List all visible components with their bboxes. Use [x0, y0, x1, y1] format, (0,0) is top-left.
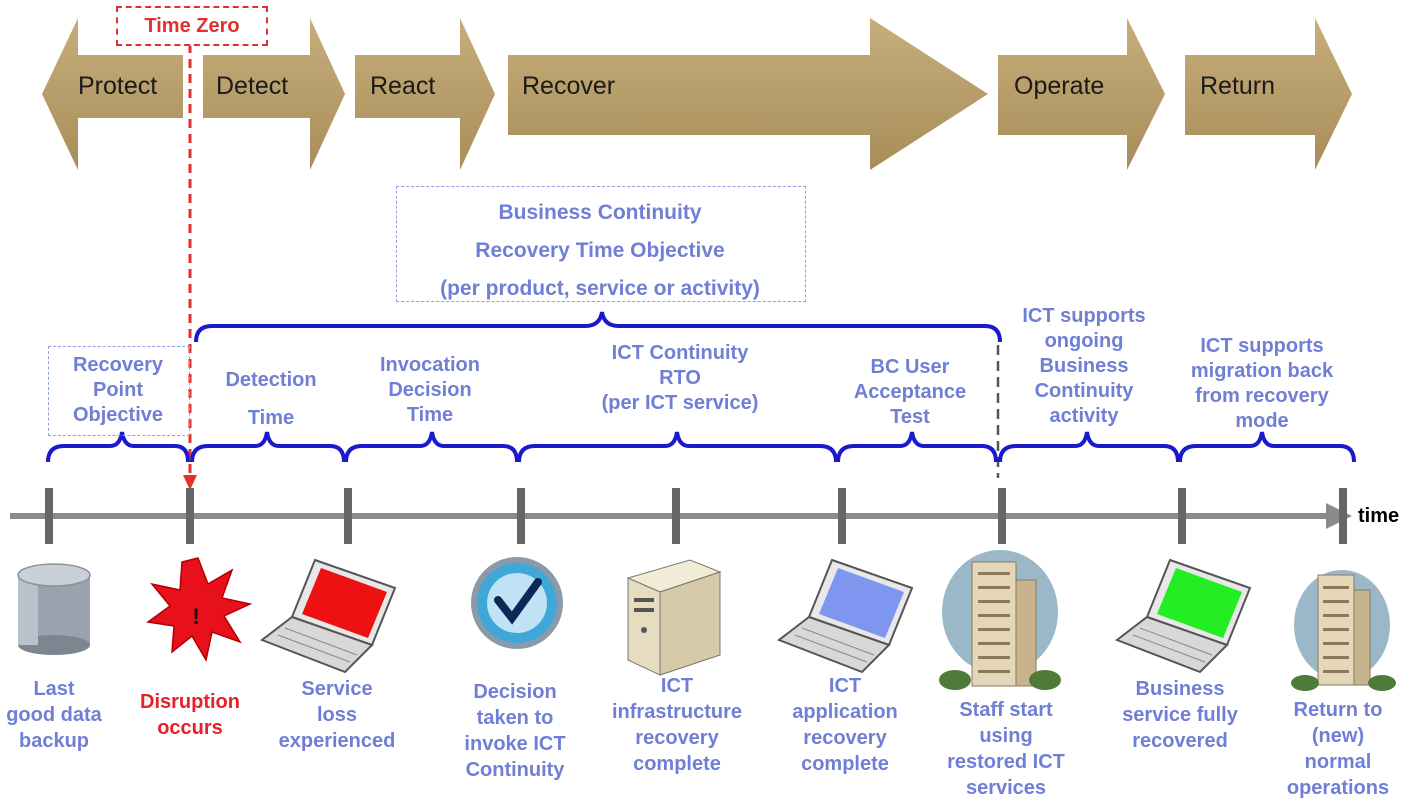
explosion-icon: !	[146, 557, 253, 663]
brace-ict-rto	[517, 431, 838, 463]
phase-arrow-operate	[998, 18, 1165, 170]
event-disruption-label: Disruption occurs	[140, 691, 240, 739]
building-icon	[939, 550, 1061, 690]
tick-disruption	[186, 488, 194, 544]
bc-uat-label: BC User Acceptance Test	[853, 356, 967, 428]
bc-rto-line2: Recovery Time Objective	[475, 239, 725, 262]
laptop-green-icon	[1114, 558, 1252, 674]
rpo-label: Recovery Point Objective	[72, 354, 164, 426]
tick-decision	[517, 488, 525, 544]
tick-business	[1178, 488, 1186, 544]
brace-invocation	[344, 431, 519, 463]
tick-return	[1339, 488, 1347, 544]
time-zero-label: Time Zero	[116, 6, 268, 46]
checkmark-disc-icon	[471, 557, 563, 649]
bc-rto-line1: Business Continuity	[498, 201, 702, 224]
time-axis-label: time	[1358, 505, 1400, 527]
tick-staff	[998, 488, 1006, 544]
phase-recover-label: Recover	[522, 72, 616, 100]
brace-detection	[190, 431, 346, 463]
phase-arrow-detect	[203, 18, 345, 170]
laptop-blue-icon	[776, 558, 914, 674]
event-backup-label: Last good data backup	[6, 678, 102, 752]
phase-arrow-recover	[508, 18, 988, 170]
laptop-red-icon	[259, 558, 397, 674]
brace-ict-migration	[1178, 431, 1356, 463]
bc-rto-box	[396, 186, 806, 302]
svg-text:!: !	[192, 604, 199, 629]
time-zero-arrowhead	[183, 475, 197, 490]
event-decision-label: Decision taken to invoke ICT Continuity	[464, 681, 566, 781]
event-infra-label: ICT infrastructure recovery complete	[611, 675, 743, 775]
phase-arrow-react	[355, 18, 495, 170]
event-staff-label: Staff start using restored ICT services	[947, 699, 1065, 799]
phase-detect-label: Detect	[216, 72, 289, 100]
phase-operate-label: Operate	[1014, 72, 1105, 100]
server-icon	[626, 559, 722, 676]
phase-protect-label: Protect	[78, 72, 158, 100]
ict-supports-label: ICT supports ongoing Business Continuity…	[1022, 305, 1146, 427]
bc-rto-line3: (per product, service or activity)	[440, 277, 760, 300]
event-business-label: Business service fully recovered	[1122, 678, 1238, 752]
invocation-time-label: Invocation Decision Time	[379, 354, 480, 426]
tick-app	[838, 488, 846, 544]
tick-backup	[45, 488, 53, 544]
phase-return-label: Return	[1200, 72, 1276, 100]
database-icon	[17, 563, 91, 655]
event-return-label: Return to (new) normal operations	[1286, 699, 1390, 799]
event-app-label: ICT application recovery complete	[792, 675, 898, 775]
brace-ict-supports	[998, 431, 1180, 463]
tick-infra	[672, 488, 680, 544]
ict-rto-label: ICT Continuity RTO (per ICT service)	[601, 342, 759, 414]
phase-react-label: React	[370, 72, 436, 100]
detection-time-label: Detection Time	[225, 369, 317, 429]
tick-service-loss	[344, 488, 352, 544]
event-service-loss-label: Service loss experienced	[278, 678, 396, 752]
brace-bc-uat	[836, 431, 998, 463]
rpo-box	[48, 346, 190, 436]
phase-arrow-protect	[42, 18, 183, 170]
ict-migration-label: ICT supports migration back from recover…	[1190, 335, 1334, 432]
brace-rpo	[46, 431, 190, 463]
phase-arrow-return	[1185, 18, 1352, 170]
bc-rto-brace	[194, 311, 1002, 343]
building-return-icon	[1291, 570, 1396, 691]
